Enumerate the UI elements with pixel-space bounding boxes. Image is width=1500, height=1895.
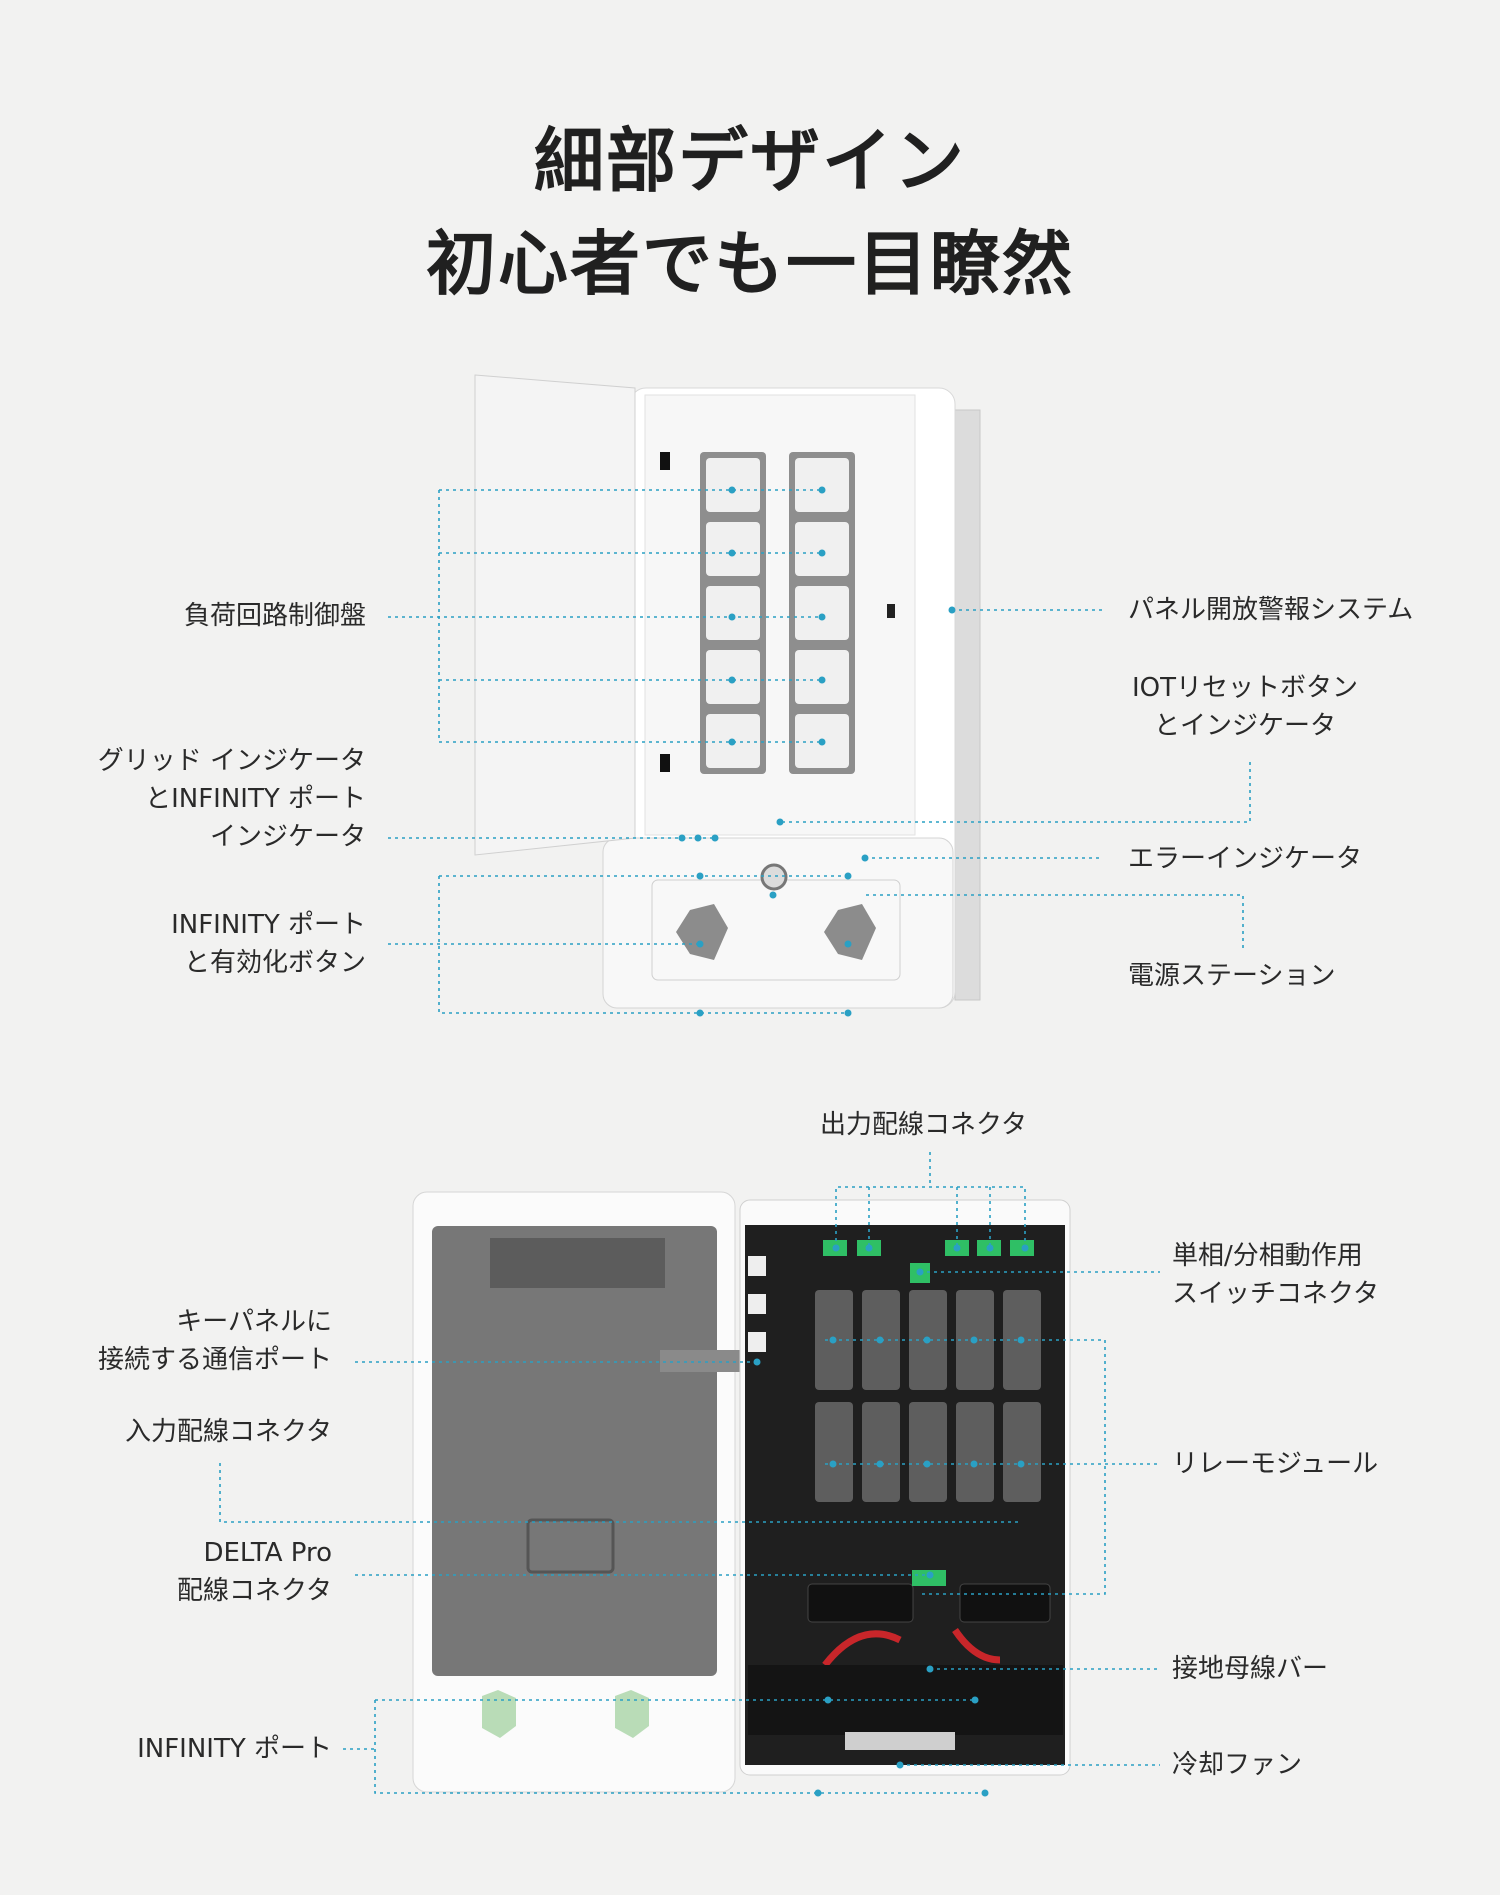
label-iot-reset: IOTリセットボタン とインジケータ (1131, 673, 1358, 741)
label-power-station: 電源ステーション (1128, 961, 1336, 991)
bottom-panel-illustration (412, 1191, 1071, 1793)
label-panel-alarm: パネル開放警報システム (1128, 595, 1414, 625)
label-input-connector: 入力配線コネクタ (125, 1417, 332, 1447)
label-ground-bus: 接地母線バー (1172, 1654, 1329, 1684)
label-relay-module: リレーモジュール (1172, 1449, 1379, 1479)
page-subtitle: 初心者でも一目瞭然 (426, 223, 1074, 305)
label-comm-port: キーパネルに 接続する通信ポート (97, 1307, 332, 1375)
label-error-indicator: エラーインジケータ (1128, 844, 1363, 874)
label-infinity-port-button: INFINITY ポート と有効化ボタン (171, 910, 366, 978)
label-phase-switch: 単相/分相動作用 スイッチコネクタ (1172, 1241, 1379, 1309)
label-infinity-port: INFINITY ポート (137, 1734, 332, 1764)
label-load-circuit: 負荷回路制御盤 (183, 601, 366, 631)
bottom-callout-lines (219, 1152, 1160, 1794)
top-callout-dots (678, 486, 956, 1017)
label-delta-pro: DELTA Pro 配線コネクタ (177, 1538, 332, 1606)
label-grid-indicator: グリッド インジケータ とINFINITY ポート インジケータ (97, 746, 366, 852)
top-panel-illustration (474, 374, 981, 1009)
top-callout-lines (388, 489, 1251, 1014)
page-title: 細部デザイン (534, 120, 966, 202)
label-cooling-fan: 冷却ファン (1172, 1750, 1303, 1780)
label-output-connector: 出力配線コネクタ (820, 1110, 1027, 1140)
bottom-callout-dots (753, 1244, 1029, 1797)
